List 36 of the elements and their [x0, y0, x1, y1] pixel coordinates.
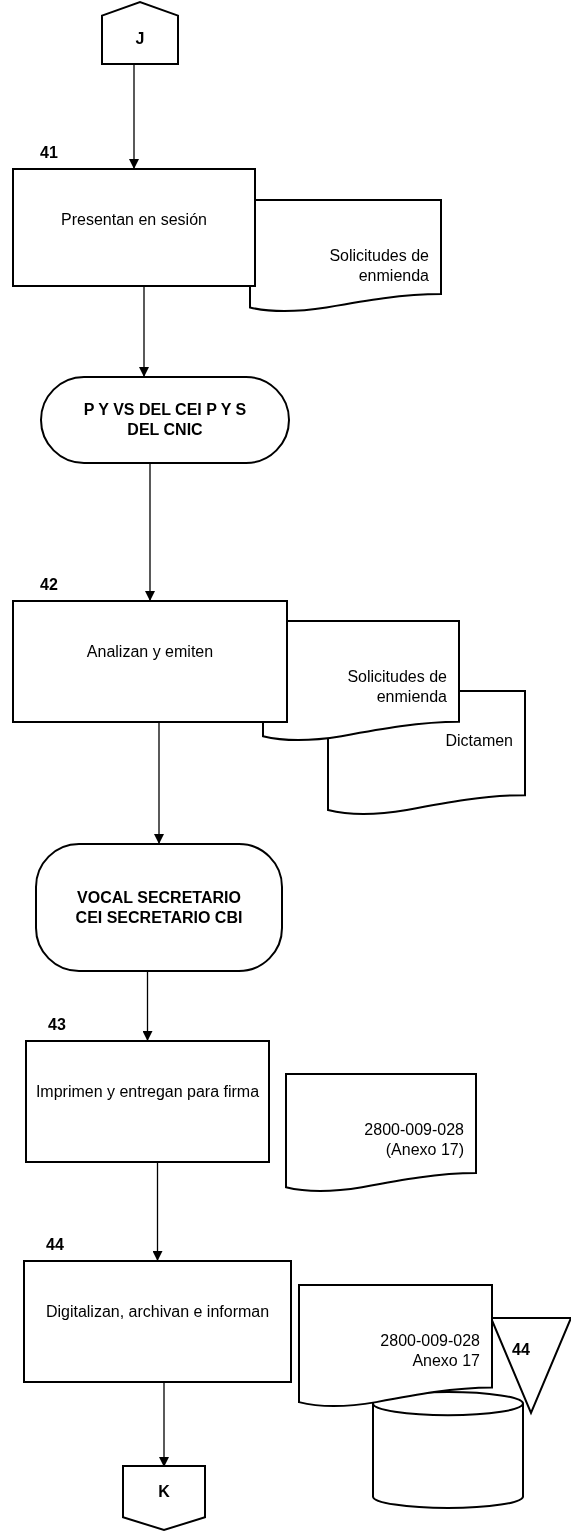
node-text: 44: [512, 1340, 530, 1360]
node-text: 2800-009-028 Anexo 17: [379, 1331, 480, 1371]
node-text: P Y VS DEL CEI P Y S DEL CNIC: [82, 400, 248, 440]
process-box: [12, 600, 288, 723]
arrow: [129, 63, 139, 169]
node-text: VOCAL SECRETARIO CEI SECRETARIO CBI: [74, 887, 244, 928]
document-shape: [250, 200, 441, 312]
node-text: Solicitudes de enmienda: [346, 667, 447, 707]
process-box: [23, 1260, 292, 1383]
node-text: Solicitudes de enmienda: [328, 246, 429, 286]
step-number: 43: [48, 1015, 66, 1035]
offpage-connector: [123, 1466, 205, 1530]
arrow: [145, 463, 155, 601]
step-number: 41: [40, 143, 58, 163]
process-box: [12, 168, 256, 287]
step-number: 42: [40, 575, 58, 595]
node-text: K: [158, 1482, 170, 1502]
arrow: [142, 971, 153, 1041]
archive-triangle: [491, 1318, 571, 1413]
database-cylinder: [373, 1392, 523, 1508]
arrow: [159, 1382, 169, 1467]
node-text: 2800-009-028 (Anexo 17): [363, 1120, 464, 1160]
node-text: Analizan y emiten: [86, 642, 214, 662]
node-text: Dictamen: [445, 731, 513, 751]
arrow: [154, 722, 164, 844]
arrow: [139, 286, 149, 377]
process-box: [25, 1040, 270, 1163]
document-shape: [286, 1074, 476, 1192]
step-number: 44: [46, 1235, 64, 1255]
offpage-connector: [102, 2, 178, 64]
arrow: [152, 1162, 163, 1261]
node-text: Imprimen y entregan para firma: [35, 1082, 260, 1102]
terminal-shape: [35, 843, 283, 972]
node-text: Presentan en sesión: [61, 210, 207, 230]
node-text: Digitalizan, archivan e informan: [45, 1302, 270, 1322]
node-text: J: [135, 29, 145, 49]
